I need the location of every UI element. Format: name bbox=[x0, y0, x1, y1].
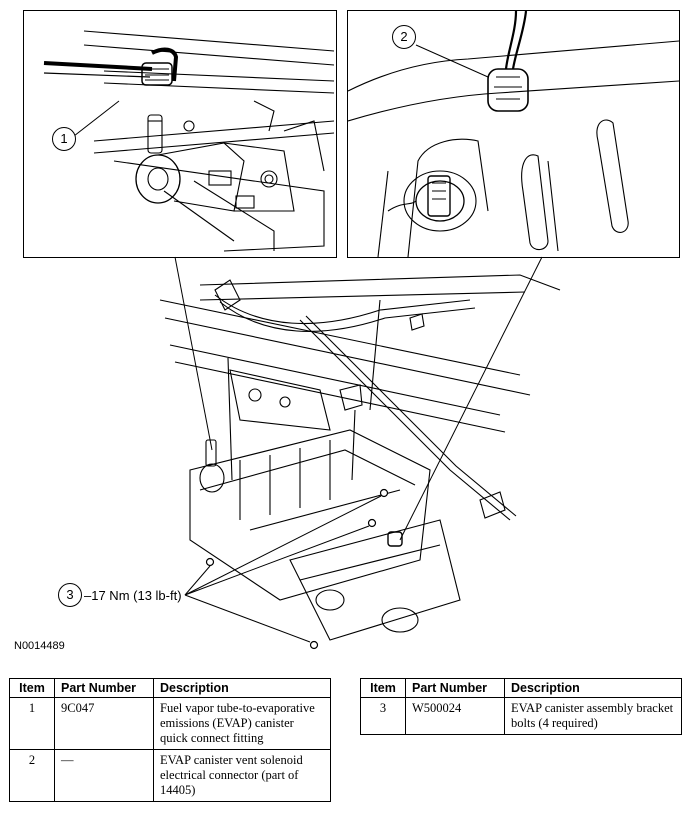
torque-value: 17 Nm (13 lb-ft) bbox=[91, 588, 182, 603]
parts-table-2: Item Part Number Description 3 W500024 E… bbox=[360, 678, 682, 735]
parts-table-1: Item Part Number Description 1 9C047 Fue… bbox=[9, 678, 331, 802]
col-header-part-number: Part Number bbox=[405, 678, 505, 698]
figure-id: N0014489 bbox=[14, 640, 65, 652]
col-header-description: Description bbox=[504, 678, 682, 698]
vent-solenoid-connector-illustration bbox=[348, 11, 679, 257]
detail-view-vent-solenoid-connector: 2 bbox=[347, 10, 680, 258]
cell-description: Fuel vapor tube-to-evaporative emissions… bbox=[153, 697, 331, 750]
cell-part-number: W500024 bbox=[405, 697, 505, 735]
cell-part-number: 9C047 bbox=[54, 697, 154, 750]
table-header-row: Item Part Number Description bbox=[360, 678, 682, 698]
col-header-item: Item bbox=[9, 678, 55, 698]
col-header-part-number: Part Number bbox=[54, 678, 154, 698]
cell-description: EVAP canister assembly bracket bolts (4 … bbox=[504, 697, 682, 735]
table-header-row: Item Part Number Description bbox=[9, 678, 331, 698]
table-row: 3 W500024 EVAP canister assembly bracket… bbox=[360, 697, 682, 735]
callout-1-badge: 1 bbox=[52, 127, 76, 151]
fuel-vapor-tube-illustration bbox=[43, 30, 335, 252]
detail-view-fuel-vapor-tube: 1 bbox=[23, 10, 337, 258]
callout-2-badge: 2 bbox=[392, 25, 416, 49]
col-header-description: Description bbox=[153, 678, 331, 698]
cell-item: 1 bbox=[9, 697, 55, 750]
col-header-item: Item bbox=[360, 678, 406, 698]
callout-3-badge: 3 bbox=[58, 583, 82, 607]
table-row: 1 9C047 Fuel vapor tube-to-evaporative e… bbox=[9, 697, 331, 750]
table-row: 2 — EVAP canister vent solenoid electric… bbox=[9, 749, 331, 802]
torque-spec: –17 Nm (13 lb-ft) bbox=[84, 588, 182, 603]
cell-description: EVAP canister vent solenoid electrical c… bbox=[153, 749, 331, 802]
cell-item: 2 bbox=[9, 749, 55, 802]
cell-item: 3 bbox=[360, 697, 406, 735]
cell-part-number: — bbox=[54, 749, 154, 802]
